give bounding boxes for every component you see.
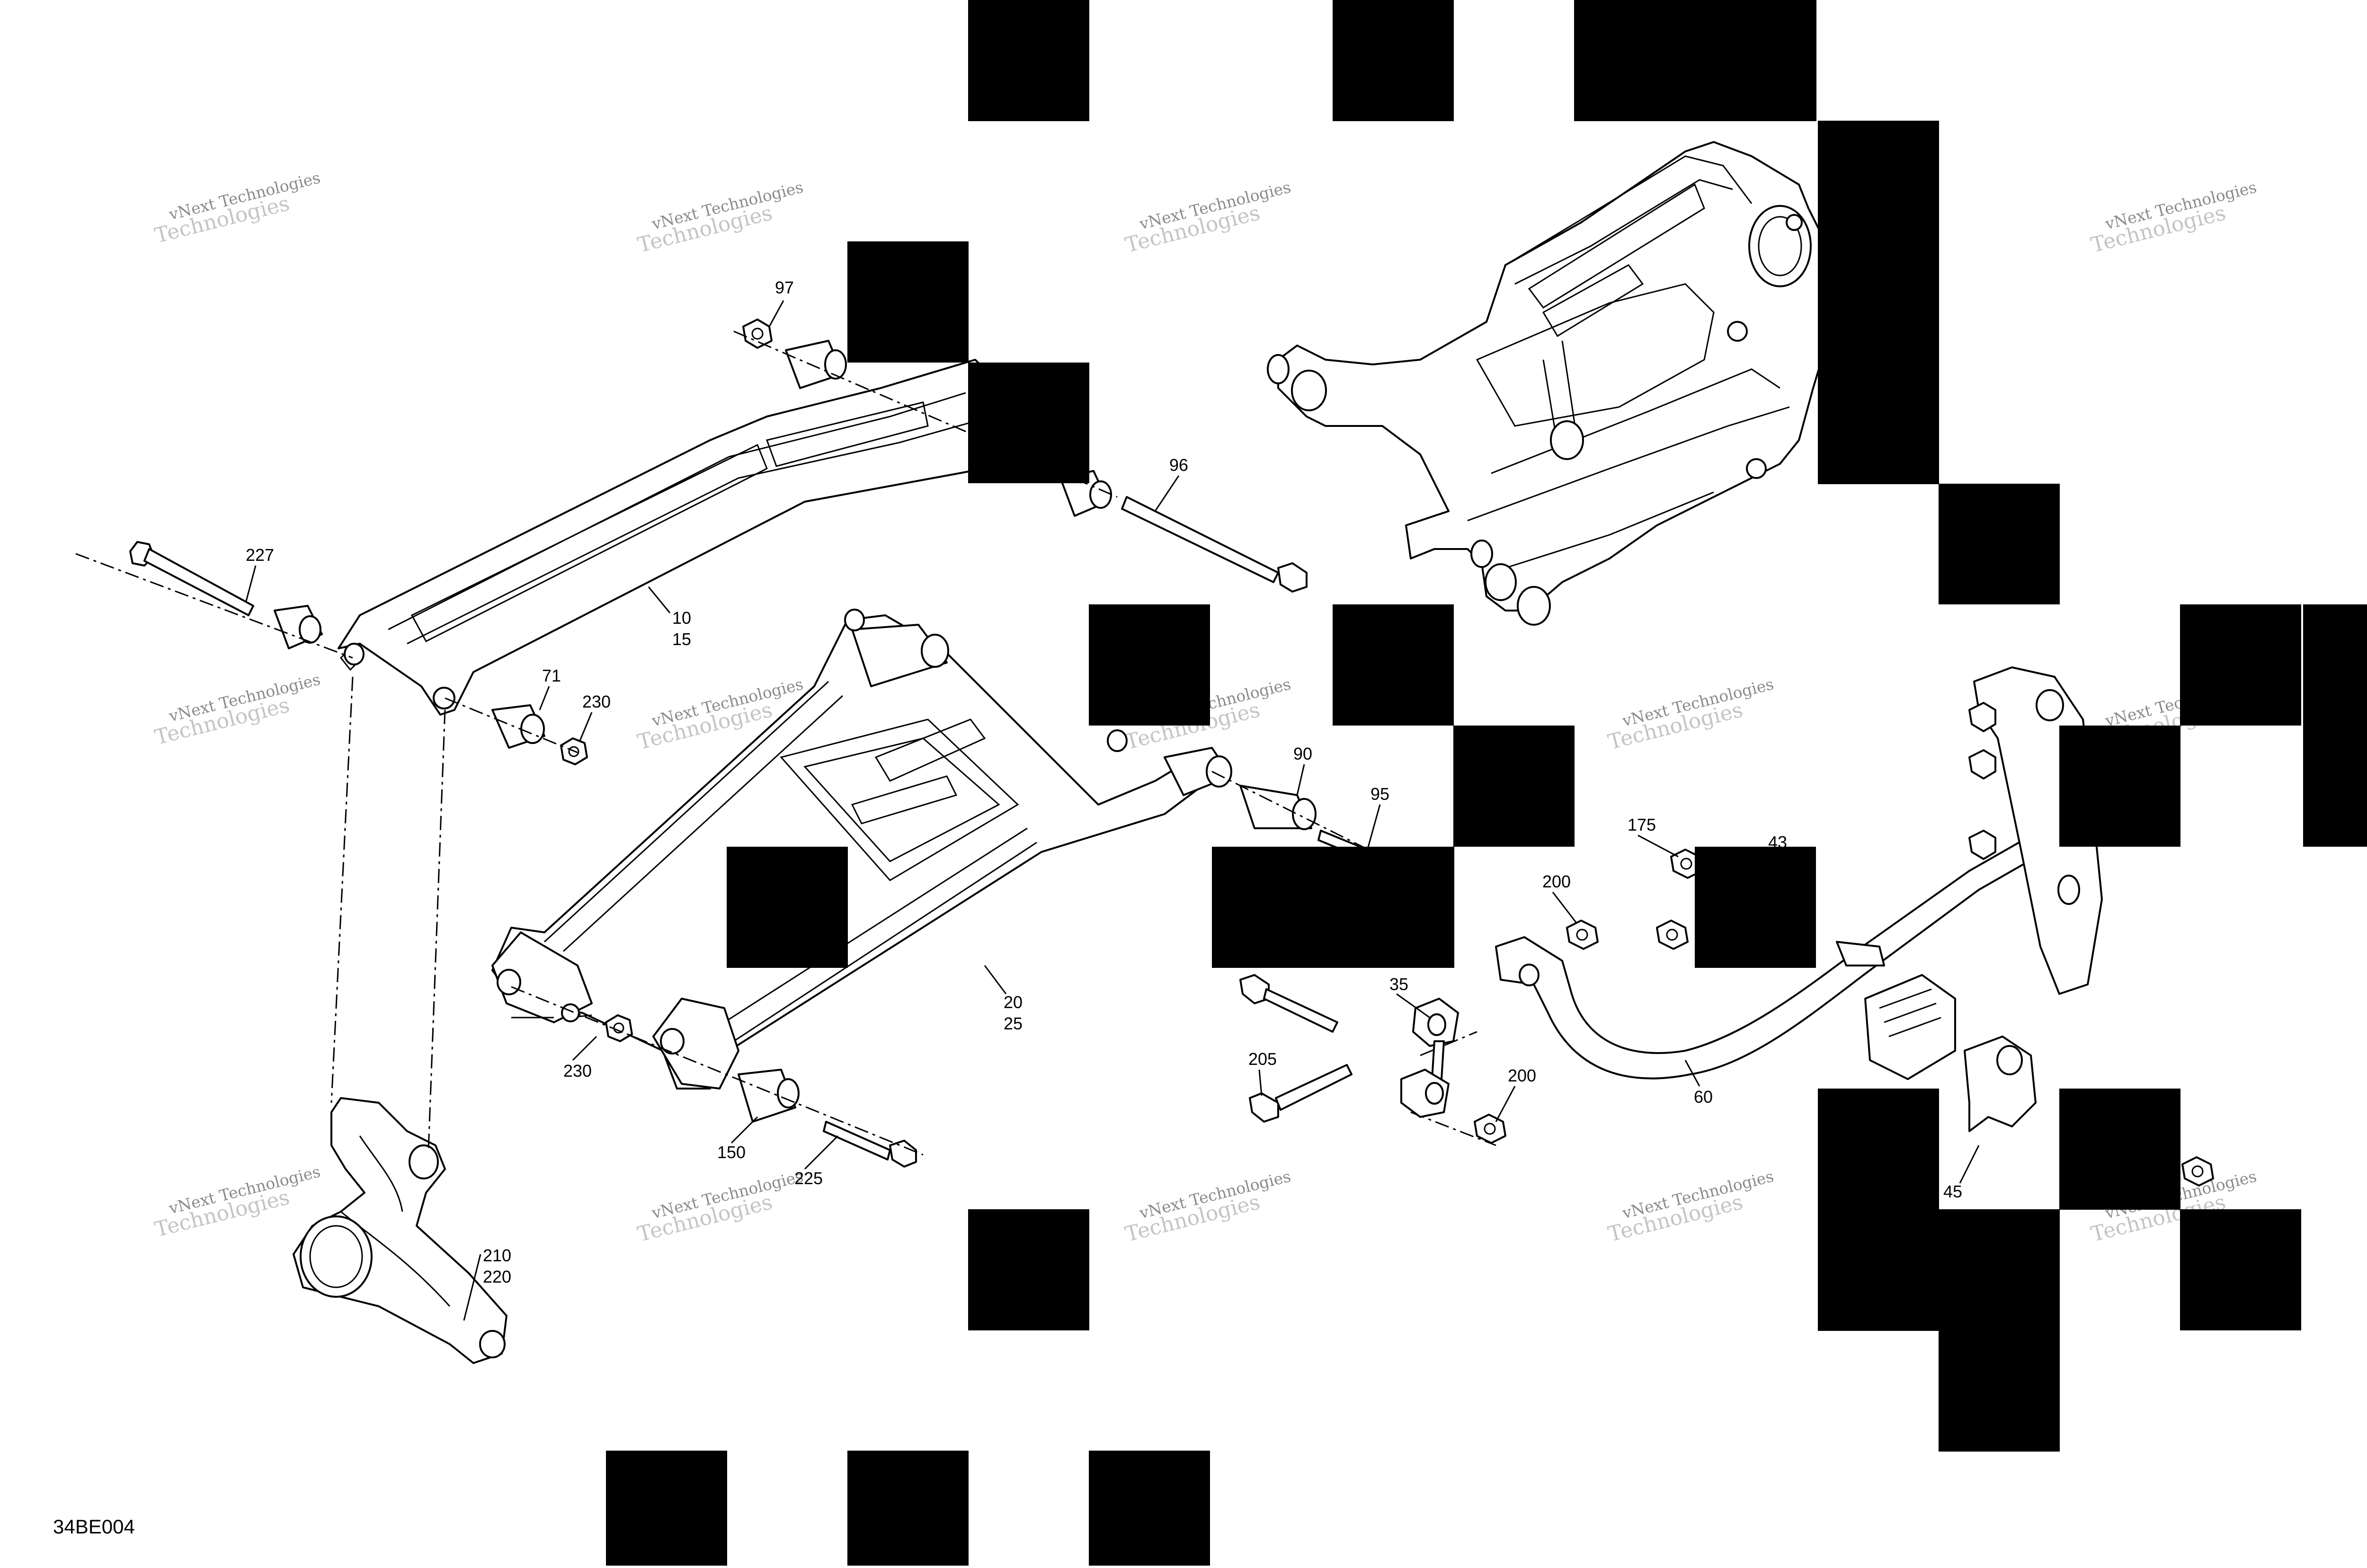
- redaction-block: [2059, 726, 2180, 847]
- assembly-guide-lines: [75, 330, 1496, 1156]
- nut-200-upper: [1566, 920, 1599, 950]
- redaction-block: [727, 847, 848, 968]
- label-25: 25: [1004, 1014, 1023, 1033]
- label-95: 95: [1370, 784, 1389, 804]
- redaction-block: [847, 241, 969, 363]
- redaction-block: [606, 1451, 727, 1566]
- nut-45-right: [2181, 1156, 2214, 1187]
- redaction-block: [2180, 1209, 2301, 1330]
- nut-200-lower: [1474, 1114, 1506, 1144]
- sway-bar-bushing: [1864, 974, 1956, 1080]
- redaction-blocks: [606, 0, 2367, 1566]
- bushing-71: [491, 704, 545, 749]
- redaction-block: [1695, 847, 1816, 968]
- label-200-upper: 200: [1542, 872, 1571, 891]
- bushing-upper-front: [785, 340, 847, 389]
- redaction-block: [1453, 726, 1575, 847]
- leader-lines: [245, 300, 1980, 1321]
- nut-43: [1656, 920, 1689, 950]
- upper-trailing-arm: [338, 359, 995, 716]
- bushing-upper-left: [274, 605, 323, 649]
- chassis-frame: [1267, 141, 1833, 626]
- sway-link-35: [1400, 998, 1459, 1118]
- label-71: 71: [542, 666, 561, 685]
- bushing-90: [1239, 785, 1317, 830]
- redaction-block: [968, 363, 1089, 483]
- bushing-150: [738, 1069, 800, 1123]
- redaction-block: [1089, 604, 1210, 726]
- label-230-lower: 230: [563, 1061, 592, 1081]
- diagram-code: 34BE004: [53, 1515, 135, 1538]
- redaction-block: [2059, 1089, 2180, 1210]
- label-96: 96: [1169, 455, 1188, 475]
- label-227: 227: [246, 545, 274, 565]
- redaction-block: [2180, 604, 2301, 726]
- callout-labels: 97 96 227 10 15 71 230 90 95 175 43 200 …: [246, 278, 1962, 1286]
- redaction-block: [968, 0, 1089, 121]
- knuckle-210-220: [293, 1097, 507, 1364]
- label-150: 150: [717, 1143, 746, 1162]
- label-90: 90: [1293, 744, 1312, 763]
- redaction-block: [968, 1209, 1089, 1330]
- label-20: 20: [1004, 992, 1023, 1012]
- redaction-block: [2303, 604, 2367, 847]
- label-220: 220: [483, 1267, 511, 1286]
- label-210: 210: [483, 1246, 511, 1265]
- label-205: 205: [1248, 1049, 1277, 1069]
- bolt-205: [1249, 1064, 1353, 1123]
- bushing-clamp-45: [1964, 1036, 2037, 1132]
- label-35: 35: [1389, 974, 1408, 994]
- bolt-225: [823, 1121, 917, 1168]
- redaction-block: [1212, 847, 1454, 968]
- redaction-block: [1089, 1451, 1210, 1566]
- label-60: 60: [1694, 1087, 1713, 1107]
- redaction-block: [847, 1451, 969, 1566]
- bolt-205-upper: [1239, 974, 1338, 1033]
- redaction-block: [1333, 0, 1454, 121]
- redaction-block: [1818, 121, 1939, 484]
- redaction-block: [1939, 484, 2060, 604]
- label-97: 97: [775, 278, 794, 297]
- redaction-block: [1333, 604, 1454, 726]
- label-10: 10: [672, 608, 691, 628]
- redaction-block: [1939, 1209, 2060, 1452]
- lower-a-arm: [491, 609, 1232, 1090]
- label-175: 175: [1628, 815, 1656, 834]
- redaction-block: [1818, 1089, 1939, 1331]
- bolt-96: [1121, 496, 1308, 593]
- redaction-block: [1574, 0, 1816, 121]
- nut-97: [742, 319, 773, 349]
- bolt-227: [129, 541, 254, 616]
- label-45: 45: [1943, 1182, 1962, 1201]
- nut-230-lower: [605, 1014, 633, 1042]
- label-200-lower: 200: [1508, 1066, 1536, 1085]
- label-225: 225: [794, 1169, 823, 1188]
- label-230-upper: 230: [582, 692, 611, 711]
- sway-bar-60: [1495, 832, 2046, 1080]
- label-15: 15: [672, 629, 691, 649]
